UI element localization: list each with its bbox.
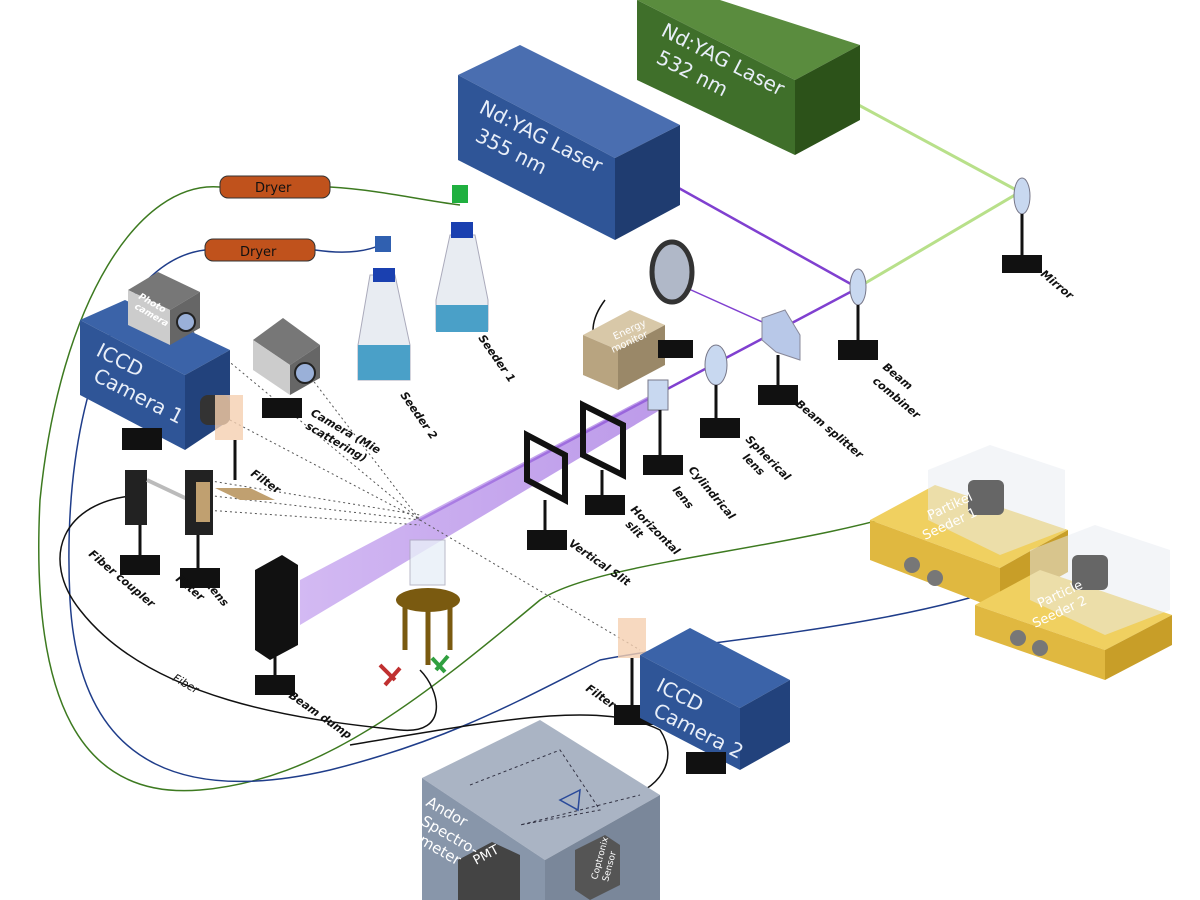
filter-left-mount	[146, 470, 220, 588]
spherical-lens	[700, 344, 740, 438]
dryer-2: Dryer	[204, 238, 316, 262]
vertical-slit	[524, 430, 568, 550]
beam-splitter-label: Beam splitter	[793, 397, 866, 461]
seeder-1: Seeder 1	[435, 185, 518, 385]
burner	[378, 539, 460, 687]
iccd-camera-2: ICCD Camera 2	[640, 628, 790, 774]
energy-detector	[649, 239, 695, 305]
photo-camera: Photo camera	[128, 272, 200, 345]
particle-seeder-2: Particle Seeder 2	[975, 525, 1172, 680]
lens-label: Lens	[203, 579, 232, 610]
beam-dump	[255, 555, 298, 695]
filter-plate	[215, 395, 243, 440]
filter-right-label: Filter	[583, 682, 618, 712]
mirror	[1002, 177, 1042, 273]
seeder-2: Seeder 2	[357, 236, 440, 442]
beam-combiner	[838, 268, 878, 360]
fiber-cable	[59, 494, 437, 732]
seeder2-label: Seeder 2	[398, 389, 440, 442]
horizontal-slit	[580, 400, 626, 515]
seeder1-label: Seeder 1	[476, 332, 518, 385]
laser-355: Nd:YAG Laser 355 nm	[458, 45, 680, 240]
dryer1-label: Dryer	[255, 181, 292, 196]
fiber-coupler	[120, 470, 160, 575]
dryer2-label: Dryer	[240, 245, 277, 260]
optics	[120, 177, 1042, 725]
cylindrical-lens-label: Cylindrical	[686, 464, 738, 523]
light-sheet	[300, 390, 660, 625]
beam-532	[839, 93, 1024, 287]
cylindrical-lens-label-2: lens	[670, 484, 697, 512]
vertical-slit-label: Vertical Slit	[566, 537, 633, 589]
dryer1-outlet-tube	[329, 186, 461, 206]
laser-532: Nd:YAG Laser 532 nm	[637, 0, 860, 155]
andor-spectrometer: Andor Spectro- meter PMT Coptronix Senso…	[416, 720, 660, 900]
fiber-label: Fiber	[171, 671, 203, 697]
green-tube	[38, 186, 931, 792]
dryer-1: Dryer	[219, 175, 331, 199]
energy-monitor: Energy monitor	[583, 239, 695, 390]
blue-tube	[68, 249, 1041, 783]
filter-top-mount	[215, 440, 275, 500]
beam-splitter	[758, 309, 801, 405]
mirror-label: Mirror	[1038, 267, 1076, 302]
cylindrical-lens	[643, 379, 683, 475]
dryer2-outlet-tube	[314, 244, 381, 253]
